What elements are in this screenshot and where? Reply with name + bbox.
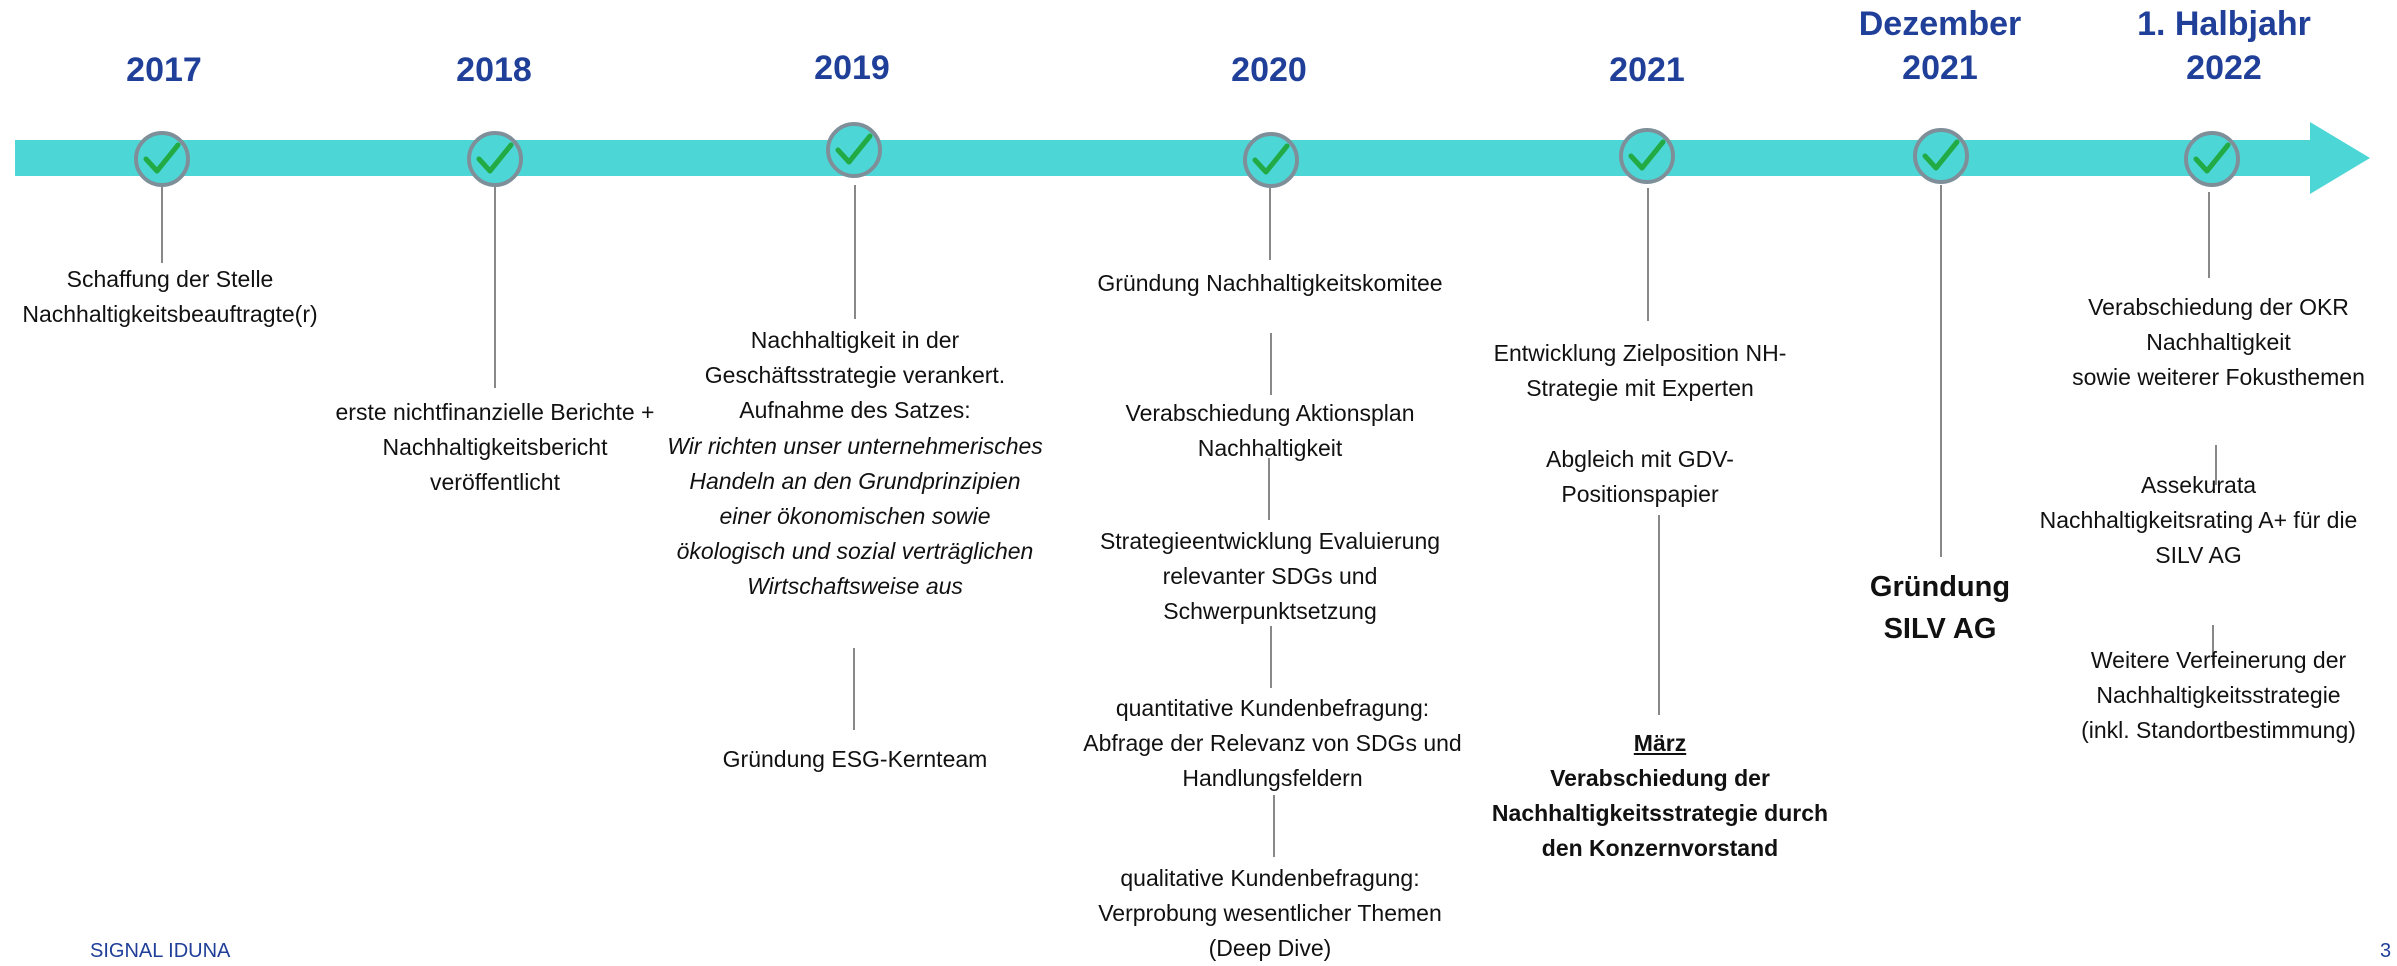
milestone-node-2020: [1243, 132, 1299, 188]
connector-line: [1940, 185, 1942, 557]
milestone-node-dezember-2021: [1913, 128, 1969, 184]
connector-line: [2215, 445, 2217, 485]
event-stelle-nachhaltigkeitsbeauftragte: Schaffung der Stelle Nachhaltigkeitsbeau…: [22, 266, 318, 327]
event-esg-kernteam: Gründung ESG-Kernteam: [722, 746, 988, 772]
footer-brand: SIGNAL IDUNA: [90, 940, 231, 962]
event-geschaeftsstrategie: Nachhaltigkeit in der Geschäftsstrategie…: [704, 327, 1006, 423]
connector-line: [2208, 192, 2210, 278]
event-quantitative-befragung: quantitative Kundenbefragung: Abfrage de…: [1083, 695, 1462, 791]
connector-line: [161, 185, 163, 263]
check-icon: [1922, 139, 1960, 171]
event-erste-berichte: erste nichtfinanzielle Berichte + Nachha…: [335, 399, 655, 495]
timeline-arrow-shaft: [15, 140, 2315, 176]
milestone-node-2018: [467, 131, 523, 187]
check-icon: [835, 133, 873, 165]
year-label-2021: 2021: [1609, 51, 1685, 89]
connector-line: [2212, 625, 2214, 665]
connector-line: [1270, 626, 1272, 688]
connector-line: [1269, 188, 1271, 260]
event-verabschiedung-strategie: Verabschiedung der Nachhaltigkeitsstrate…: [1491, 765, 1829, 861]
year-label-halbjahr-2022: 1. Halbjahr 2022: [2137, 5, 2311, 87]
year-label-2017: 2017: [126, 51, 202, 89]
event-assekurata-rating: Assekurata Nachhaltigkeitsrating A+ für …: [2039, 472, 2358, 568]
event-maerz-label: März: [1633, 730, 1687, 756]
check-icon: [1628, 139, 1666, 171]
connector-line: [854, 185, 856, 319]
year-label-2020: 2020: [1231, 51, 1307, 89]
connector-line: [1270, 333, 1272, 395]
connector-line: [853, 648, 855, 730]
milestone-node-2017: [134, 131, 190, 187]
event-zielposition: Entwicklung Zielposition NH- Strategie m…: [1493, 340, 1787, 401]
event-nachhaltigkeitskomitee: Gründung Nachhaltigkeitskomitee: [1097, 270, 1443, 296]
connector-line: [1658, 515, 1660, 715]
footer-page-number: 3: [2380, 940, 2392, 962]
connector-line: [494, 185, 496, 388]
check-icon: [476, 142, 514, 174]
event-gdv-abgleich: Abgleich mit GDV- Positionspapier: [1546, 446, 1734, 507]
timeline-arrow-head: [2310, 122, 2370, 194]
milestone-node-2021: [1619, 128, 1675, 184]
year-label-2019: 2019: [814, 49, 890, 87]
event-satz-zitat: Wir richten unser unternehmerisches Hand…: [667, 433, 1043, 599]
milestone-node-halbjahr-2022: [2184, 131, 2240, 187]
check-icon: [1252, 143, 1290, 175]
event-gruendung-silv-ag: Gründung SILV AG: [1869, 571, 2011, 645]
connector-line: [1273, 795, 1275, 857]
event-aktionsplan: Verabschiedung Aktionsplan Nachhaltigkei…: [1125, 400, 1415, 461]
year-label-dezember-2021: Dezember 2021: [1858, 5, 2022, 87]
milestone-node-2019: [826, 122, 882, 178]
event-okr-nachhaltigkeit: Verabschiedung der OKR Nachhaltigkeit so…: [2072, 294, 2365, 390]
year-label-2018: 2018: [456, 51, 532, 89]
check-icon: [143, 142, 181, 174]
event-verfeinerung-strategie: Weitere Verfeinerung der Nachhaltigkeits…: [2081, 647, 2356, 743]
event-strategieentwicklung: Strategieentwicklung Evaluierung relevan…: [1099, 528, 1441, 624]
connector-line: [1647, 188, 1649, 321]
connector-line: [1268, 458, 1270, 520]
event-qualitative-befragung: qualitative Kundenbefragung: Verprobung …: [1098, 865, 1442, 961]
check-icon: [2193, 142, 2231, 174]
